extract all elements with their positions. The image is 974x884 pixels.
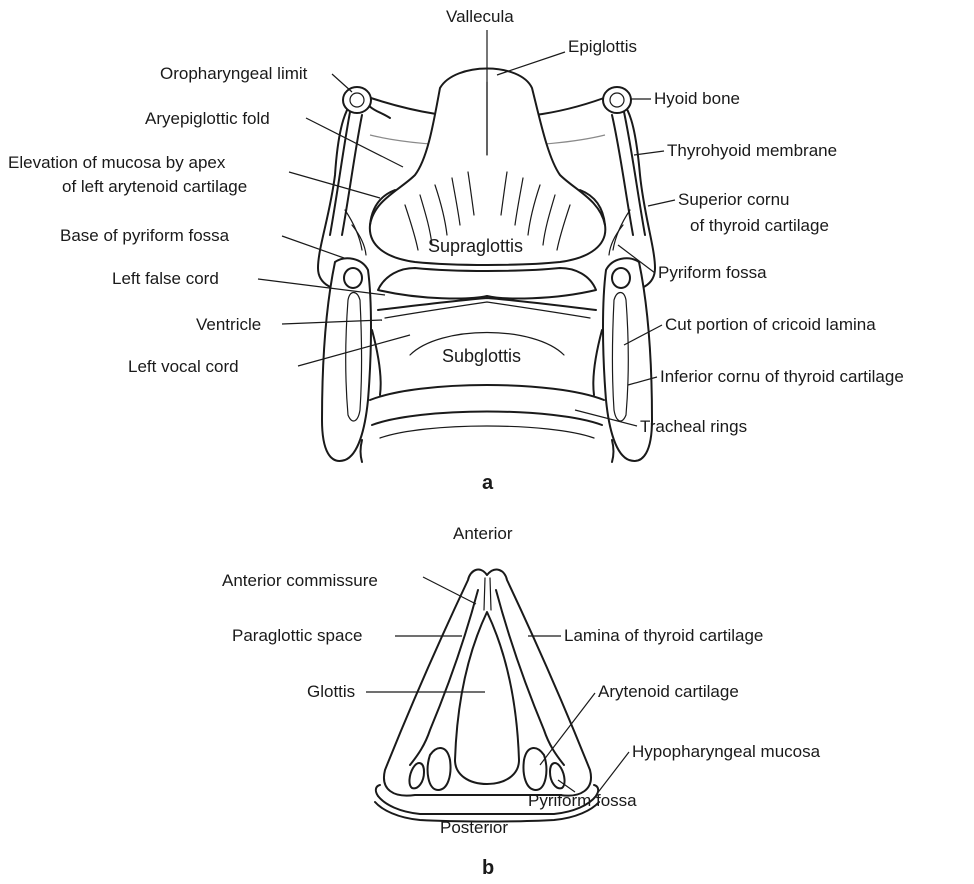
label-superior-cornu-line1: Superior cornu [678, 190, 790, 209]
label-arytenoid-cartilage: Arytenoid cartilage [598, 682, 739, 701]
label-epiglottis: Epiglottis [568, 37, 637, 56]
label-tracheal-rings: Tracheal rings [640, 417, 747, 436]
label-elevation-line1: Elevation of mucosa by apex [8, 153, 226, 172]
figure-b-drawing [375, 570, 599, 822]
label-subglottis: Subglottis [442, 346, 521, 366]
label-left-vocal-cord: Left vocal cord [128, 357, 239, 376]
panel-label-a: a [482, 472, 494, 494]
label-inferior-cornu: Inferior cornu of thyroid cartilage [660, 367, 904, 386]
label-lamina-thyroid: Lamina of thyroid cartilage [564, 626, 763, 645]
label-left-false-cord: Left false cord [112, 269, 219, 288]
label-anterior-commissure: Anterior commissure [222, 571, 378, 590]
label-pyriform-fossa-b: Pyriform fossa [528, 791, 637, 810]
label-anterior: Anterior [453, 524, 513, 543]
label-ventricle: Ventricle [196, 315, 261, 334]
label-oropharyngeal-limit: Oropharyngeal limit [160, 64, 308, 83]
label-vallecula: Vallecula [446, 7, 514, 26]
label-supraglottis: Supraglottis [428, 236, 523, 256]
label-hyoid-bone: Hyoid bone [654, 89, 740, 108]
label-posterior: Posterior [440, 818, 508, 837]
label-thyrohyoid-membrane: Thyrohyoid membrane [667, 141, 837, 160]
label-aryepiglottic-fold: Aryepiglottic fold [145, 109, 270, 128]
panel-label-b: b [482, 857, 494, 879]
label-base-pyriform-fossa: Base of pyriform fossa [60, 226, 230, 245]
label-paraglottic-space: Paraglottic space [232, 626, 362, 645]
label-elevation-line2: of left arytenoid cartilage [62, 177, 247, 196]
label-cut-cricoid: Cut portion of cricoid lamina [665, 315, 876, 334]
label-hypopharyngeal-mucosa: Hypopharyngeal mucosa [632, 742, 821, 761]
label-glottis: Glottis [307, 682, 355, 701]
label-pyriform-fossa-a: Pyriform fossa [658, 263, 767, 282]
label-superior-cornu-line2: of thyroid cartilage [690, 216, 829, 235]
